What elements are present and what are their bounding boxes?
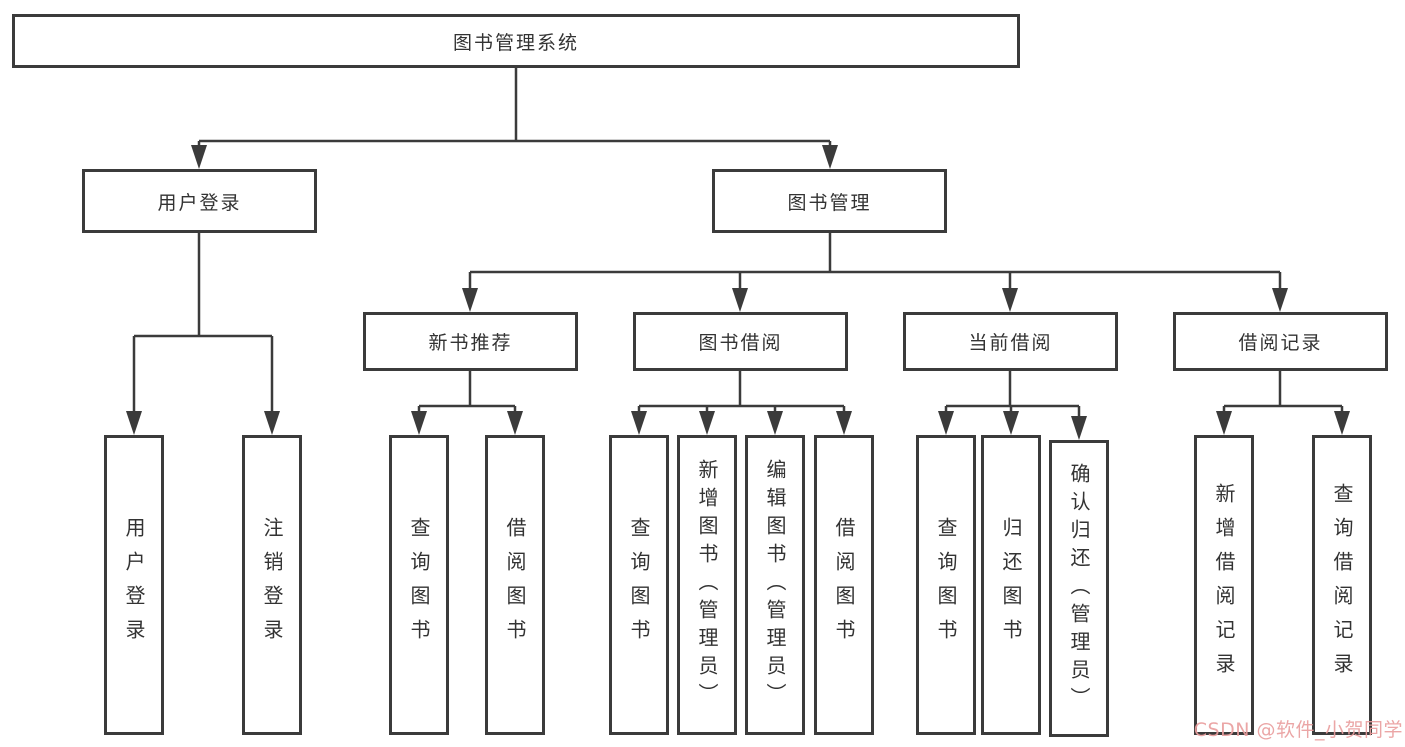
node-root-label: 图书管理系统 <box>452 31 579 54</box>
arrowheads <box>126 145 1350 440</box>
leaf-query-books-borrow-label: 查询图书 <box>627 517 651 653</box>
leaf-add-books-admin-label: 新增图书（管理员） <box>695 459 719 711</box>
node-user-login-label: 用户登录 <box>157 191 242 214</box>
leaf-query-books-recommend: 查询图书 <box>389 435 449 735</box>
leaf-user-login: 用户登录 <box>104 435 164 735</box>
leaf-user-login-label: 用户登录 <box>122 517 146 653</box>
leaf-query-borrow-record: 查询借阅记录 <box>1312 435 1372 735</box>
node-current-borrow-label: 当前借阅 <box>968 332 1053 354</box>
leaf-add-books-admin: 新增图书（管理员） <box>677 435 737 735</box>
leaf-edit-books-admin-label: 编辑图书（管理员） <box>763 459 787 711</box>
node-book-borrow-label: 图书借阅 <box>698 332 783 354</box>
node-book-management-label: 图书管理 <box>787 191 872 214</box>
leaf-logout: 注销登录 <box>242 435 302 735</box>
node-book-borrow: 图书借阅 <box>633 312 848 371</box>
leaf-borrow-books-label: 借阅图书 <box>832 517 856 653</box>
leaf-query-books-borrow: 查询图书 <box>609 435 669 735</box>
leaf-logout-label: 注销登录 <box>260 517 284 653</box>
leaf-confirm-return-admin-label: 确认归还（管理员） <box>1067 462 1091 715</box>
node-user-login: 用户登录 <box>82 169 317 233</box>
leaf-return-books: 归还图书 <box>981 435 1041 735</box>
leaf-query-books-recommend-label: 查询图书 <box>407 517 431 653</box>
tree-branch-lines <box>134 68 1342 408</box>
node-new-book-recommend-label: 新书推荐 <box>428 332 513 354</box>
leaf-borrow-books: 借阅图书 <box>814 435 874 735</box>
leaf-return-books-label: 归还图书 <box>999 517 1023 653</box>
leaf-query-books-current: 查询图书 <box>916 435 976 735</box>
node-new-book-recommend: 新书推荐 <box>363 312 578 371</box>
node-borrow-records: 借阅记录 <box>1173 312 1388 371</box>
leaf-add-borrow-record: 新增借阅记录 <box>1194 435 1254 735</box>
leaf-edit-books-admin: 编辑图书（管理员） <box>745 435 805 735</box>
node-root: 图书管理系统 <box>12 14 1020 68</box>
node-book-management: 图书管理 <box>712 169 947 233</box>
leaf-borrow-books-recommend: 借阅图书 <box>485 435 545 735</box>
leaf-borrow-books-recommend-label: 借阅图书 <box>503 517 527 653</box>
node-current-borrow: 当前借阅 <box>903 312 1118 371</box>
leaf-add-borrow-record-label: 新增借阅记录 <box>1212 483 1236 687</box>
leaf-query-borrow-record-label: 查询借阅记录 <box>1330 483 1354 687</box>
node-borrow-records-label: 借阅记录 <box>1238 332 1323 354</box>
csdn-watermark: CSDN @软件_小贺同学 <box>1193 719 1403 741</box>
leaf-query-books-current-label: 查询图书 <box>934 517 958 653</box>
leaf-confirm-return-admin: 确认归还（管理员） <box>1049 440 1109 737</box>
